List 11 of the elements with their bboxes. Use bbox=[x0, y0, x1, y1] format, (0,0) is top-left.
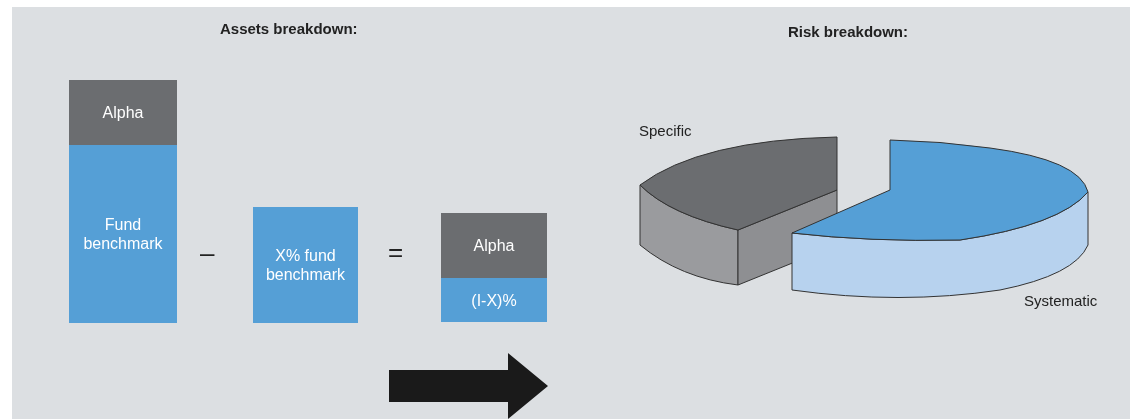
alpha-segment: Alpha bbox=[441, 213, 547, 278]
section-title: Risk breakdown: bbox=[788, 23, 909, 40]
benchmark-box: X% fund benchmark bbox=[253, 207, 358, 323]
slice-label: Specific bbox=[639, 122, 692, 139]
equals-sign: = bbox=[388, 237, 404, 268]
benchmark-segment: Fund benchmark bbox=[69, 145, 177, 323]
alpha-segment: Alpha bbox=[69, 80, 177, 145]
section-title: Assets breakdown: bbox=[220, 20, 358, 37]
slice-label: Systematic bbox=[1024, 292, 1098, 309]
remainder-segment: (I-X)% bbox=[441, 278, 547, 322]
minus-sign: – bbox=[200, 238, 215, 269]
